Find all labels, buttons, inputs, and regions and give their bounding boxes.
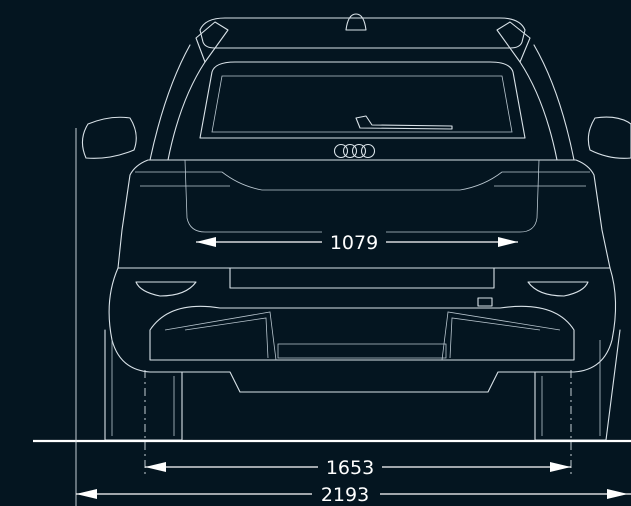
rear-wiper-icon — [355, 115, 453, 130]
tailgate-crease — [184, 159, 540, 233]
dimension-label-rear-window: 1079 — [330, 232, 378, 254]
arrow-left-icon — [145, 462, 166, 472]
tow-hook-cover — [477, 297, 493, 307]
mirror-right — [587, 116, 631, 159]
reflector-right — [527, 281, 589, 297]
dimension-rear-track: 1653 — [145, 455, 571, 479]
mirror-left — [81, 116, 137, 159]
dimension-label-width-mirrors: 2193 — [321, 484, 369, 506]
reflector-left — [135, 281, 197, 297]
exhaust-trim-right — [441, 311, 561, 361]
rear-window-inner — [211, 75, 513, 133]
underbody — [149, 371, 575, 393]
arrow-left-icon — [196, 237, 216, 247]
rear-bumper — [119, 267, 607, 289]
arrow-right-icon — [607, 489, 628, 499]
roof-line — [199, 17, 526, 49]
tire-right-tread — [541, 340, 601, 436]
tire-left-tread — [111, 340, 175, 436]
exhaust-trim-left — [164, 311, 277, 361]
rear-diffuser — [149, 305, 575, 361]
dimension-width-mirrors: 2193 — [76, 482, 631, 506]
d-pillar-right — [519, 61, 558, 161]
dimension-rear-window: 1079 — [196, 230, 518, 254]
tire-right — [534, 329, 621, 441]
brand-logo-rings-icon — [333, 143, 376, 159]
roof-rail-left — [195, 21, 229, 63]
rear-window — [199, 61, 526, 139]
body-side-right — [573, 267, 617, 373]
arrow-right-icon — [550, 462, 571, 472]
arrow-right-icon — [498, 237, 518, 247]
vehicle-outline — [81, 13, 631, 441]
arrow-left-icon — [76, 489, 97, 499]
body-side-left — [108, 267, 151, 373]
dimension-label-rear-track: 1653 — [326, 457, 374, 479]
shark-fin-antenna-icon — [345, 13, 367, 31]
d-pillar-left — [167, 61, 206, 161]
tail-light-bar — [135, 171, 590, 191]
tire-left — [104, 329, 183, 441]
diffuser-center — [277, 343, 447, 359]
roof-rail-right — [496, 21, 531, 63]
